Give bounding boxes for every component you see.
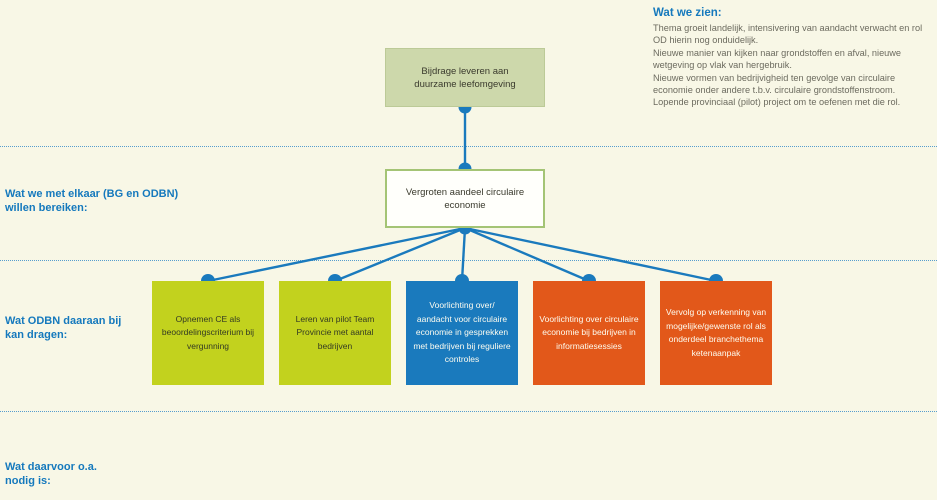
section-divider-2 <box>0 260 937 261</box>
contribution-box-4-label: Voorlichting over circulaire economie bi… <box>539 313 639 351</box>
mission-box-label: Bijdrage leveren aan duurzame leefomgevi… <box>414 65 516 90</box>
contribution-box-2-label: Leren van pilot Team Provincie met aanta… <box>295 313 375 351</box>
section-divider-3 <box>0 411 937 412</box>
observation-item: Nieuwe vormen van bedrijvigheid ten gevo… <box>653 72 896 96</box>
contribution-box-5: Vervolg op verkenning van mogelijke/gewe… <box>660 281 772 385</box>
contribution-box-1: Opnemen CE als beoordelingscriterium bij… <box>152 281 264 385</box>
goal-box-label: Vergroten aandeel circulaire economie <box>405 186 525 211</box>
contribution-box-1-label: Opnemen CE als beoordelingscriterium bij… <box>161 313 255 351</box>
contribution-box-2: Leren van pilot Team Provincie met aanta… <box>279 281 391 385</box>
observation-item: Thema groeit landelijk, intensivering va… <box>653 23 923 46</box>
row-label-goal: Wat we met elkaar (BG en ODBN) willen be… <box>5 188 178 215</box>
row-label-contributions: Wat ODBN daaraan bij kan dragen: <box>5 315 121 342</box>
row-label-needs: Wat daarvoor o.a. nodig is: <box>5 461 97 488</box>
observations-title: Wat we zien: <box>653 7 722 19</box>
contribution-box-5-label: Vervolg op verkenning van mogelijke/gewe… <box>665 307 767 358</box>
row-label-goal-line2: willen bereiken: <box>5 201 88 214</box>
row-label-goal-line1: Wat we met elkaar (BG en ODBN) <box>5 188 179 200</box>
observation-item: Lopende provinciaal (pilot) project om t… <box>653 97 901 108</box>
contribution-box-3: Voorlichting over/ aandacht voor circula… <box>406 281 518 385</box>
row-label-contributions-line1: Wat ODBN daaraan bij <box>5 315 122 327</box>
observations-panel: Wat we zien: Thema groeit landelijk, int… <box>653 6 935 109</box>
row-label-contributions-line2: kan dragen: <box>5 328 68 341</box>
goal-box: Vergroten aandeel circulaire economie <box>385 169 545 228</box>
contribution-box-4: Voorlichting over circulaire economie bi… <box>533 281 645 385</box>
observation-item: Nieuwe manier van kijken naar grondstoff… <box>653 47 902 71</box>
row-label-needs-line2: nodig is: <box>5 474 51 487</box>
row-label-needs-line1: Wat daarvoor o.a. <box>5 461 97 473</box>
section-divider-1 <box>0 146 937 147</box>
contribution-box-3-label: Voorlichting over/ aandacht voor circula… <box>413 300 511 365</box>
mission-box: Bijdrage leveren aan duurzame leefomgevi… <box>385 48 545 107</box>
